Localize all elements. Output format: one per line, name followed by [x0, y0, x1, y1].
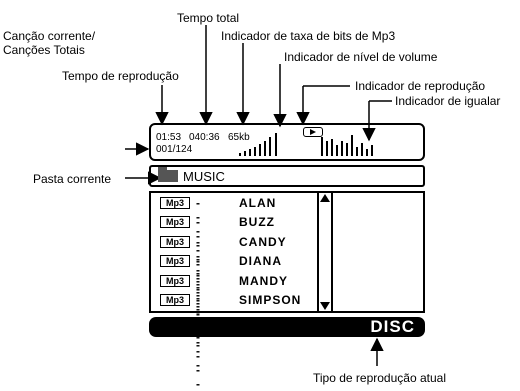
bitrate-value: 65kb: [228, 132, 250, 143]
track-name: DIANA: [239, 254, 282, 268]
label-equalizer-indicator: Indicador de igualar: [395, 94, 501, 108]
label-playback-type: Tipo de reprodução atual: [313, 371, 446, 385]
status-screen: 01:53 040:36 65kb 001/124: [149, 123, 425, 161]
scroll-up-icon[interactable]: [319, 193, 331, 203]
track-name: ALAN: [239, 196, 277, 210]
format-badge: Mp3: [160, 197, 190, 209]
format-badge: Mp3: [160, 255, 190, 267]
play-time: 01:53: [156, 132, 182, 143]
track-dashes: -------: [196, 196, 200, 294]
label-total-time: Tempo total: [177, 11, 240, 25]
format-badge: Mp3: [160, 275, 190, 287]
format-badge: Mp3: [160, 294, 190, 306]
total-time-value: 040:36: [189, 132, 220, 143]
format-badge: Mp3: [160, 236, 190, 248]
scrollbar[interactable]: [317, 191, 331, 313]
play-indicator-icon: [303, 127, 323, 137]
label-bitrate-indicator: Indicador de taxa de bits de Mp3: [221, 29, 396, 43]
label-total-songs: Canções Totais: [3, 43, 85, 57]
label-playback-time: Tempo de reprodução: [62, 69, 179, 83]
track-list: Mp3 ------- ALAN Mp3 ------- BUZZ Mp3 --…: [149, 191, 333, 391]
scroll-down-icon[interactable]: [319, 301, 331, 311]
track-count: 001/124: [156, 144, 193, 155]
track-name: SIMPSON: [239, 293, 302, 307]
format-badge: Mp3: [160, 216, 190, 228]
folder-bar[interactable]: MUSIC: [149, 165, 425, 187]
track-dashes: -------: [196, 293, 200, 391]
label-play-indicator: Indicador de reprodução: [355, 79, 486, 93]
folder-icon: [158, 167, 178, 182]
track-name: CANDY: [239, 235, 287, 249]
track-dashes: -------: [196, 215, 200, 313]
playback-mode-bar: DISC: [149, 317, 425, 337]
equalizer-bars-icon: [321, 135, 373, 156]
playback-mode-label: DISC: [370, 317, 415, 336]
label-volume-indicator: Indicador de nível de volume: [284, 50, 438, 64]
track-name: BUZZ: [239, 215, 275, 229]
label-current-song: Canção corrente/: [3, 29, 96, 43]
folder-name: MUSIC: [183, 169, 225, 184]
track-name: MANDY: [239, 274, 288, 288]
volume-bars-icon: [239, 133, 277, 156]
label-current-folder: Pasta corrente: [33, 172, 112, 186]
info-panel: [333, 191, 425, 313]
